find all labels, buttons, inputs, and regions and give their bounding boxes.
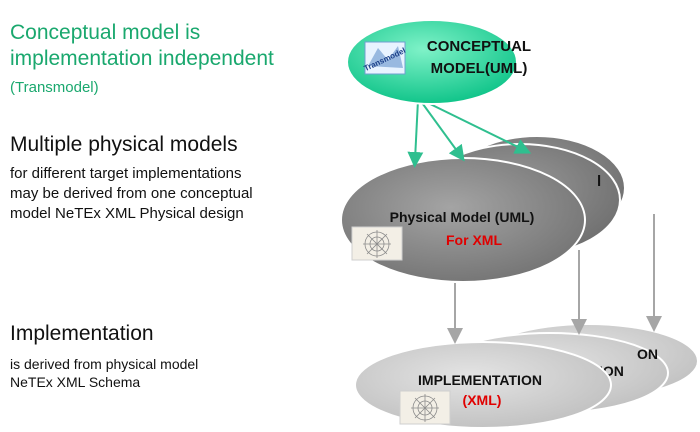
impl-desc-line-1: is derived from physical model — [10, 356, 199, 372]
implementation-title: IMPLEMENTATION — [418, 372, 542, 388]
conceptual-to-physical-arrow-2 — [419, 99, 465, 162]
implementation-description: is derived from physical model NeTEx XML… — [10, 355, 198, 391]
conceptual-to-physical-arrow-1 — [407, 99, 424, 168]
implementation-subtitle: (XML) — [463, 392, 502, 408]
conceptual-model-label-line-2: MODEL(UML) — [431, 60, 528, 77]
impl-back-label-fragment-top: ON — [637, 346, 658, 362]
physical-web-thumbnail-icon — [351, 226, 403, 261]
physical-desc-line-3: model NeTEx XML Physical design — [10, 205, 244, 222]
physical-model-title: Physical Model (UML) — [390, 209, 535, 225]
physical-back-label-fragment: l — [597, 173, 601, 190]
conceptual-model-heading: Conceptual model is implementation indep… — [10, 20, 274, 72]
conceptual-model-label-line-1: CONCEPTUAL — [427, 38, 531, 55]
implementation-web-thumbnail-icon — [399, 390, 451, 425]
physical-desc-line-2: may be derived from one conceptual — [10, 185, 253, 202]
conceptual-heading-line-1: Conceptual model is — [10, 21, 201, 44]
implementation-heading: Implementation — [10, 322, 154, 345]
conceptual-model-subtitle: (Transmodel) — [10, 79, 99, 96]
conceptual-heading-line-2: implementation independent — [10, 47, 274, 70]
physical-models-heading: Multiple physical models — [10, 133, 238, 156]
physical-models-description: for different target implementations may… — [10, 164, 253, 224]
conceptual-to-physical-arrow-3 — [421, 99, 532, 154]
physical-desc-line-1: for different target implementations — [10, 165, 242, 182]
conceptual-model-ellipse — [346, 19, 518, 105]
physical-model-subtitle: For XML — [446, 232, 502, 248]
transmodel-logo-icon: Transmodel — [363, 41, 407, 75]
impl-desc-line-2: NeTEx XML Schema — [10, 374, 141, 390]
